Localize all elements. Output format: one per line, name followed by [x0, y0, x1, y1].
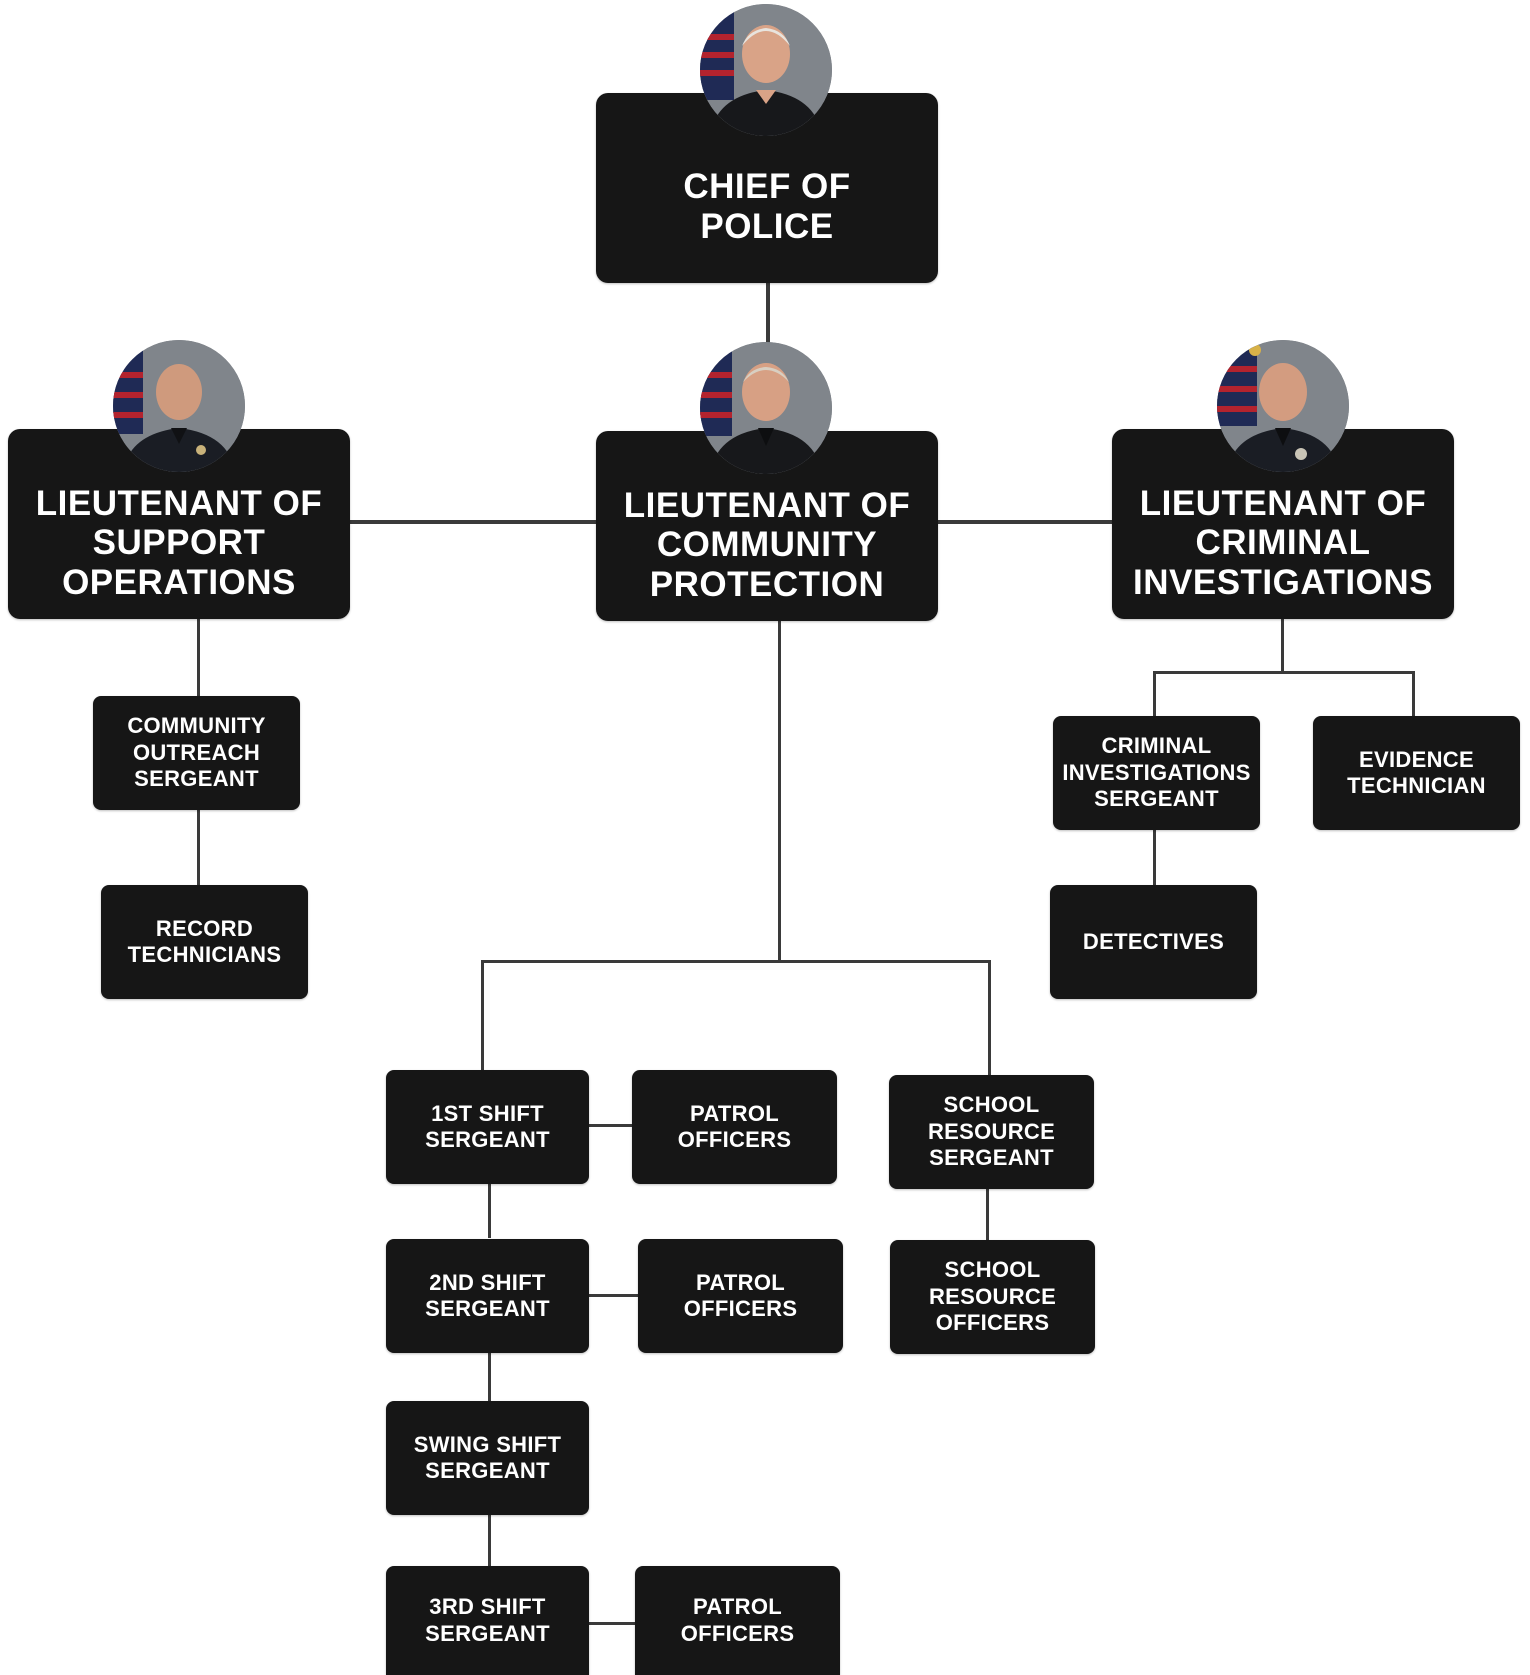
- patrol-officers-label-2: PATROL OFFICERS: [683, 1269, 798, 1321]
- connector-second-to-swing-shift: [488, 1352, 491, 1402]
- first-shift-sergeant-label: 1ST SHIFT SERGEANT: [425, 1100, 550, 1152]
- connector-lt-support-to-outreach: [197, 618, 200, 696]
- connector-outreach-to-record: [197, 810, 200, 885]
- lt-support-operations-photo: [113, 340, 245, 472]
- patrol-officers-label-3: PATROL OFFICERS: [680, 1594, 795, 1646]
- second-shift-sergeant-box: 2ND SHIFT SERGEANT: [386, 1239, 589, 1353]
- swing-shift-sergeant-label: SWING SHIFT SERGEANT: [413, 1431, 562, 1483]
- third-shift-sergeant-box: 3RD SHIFT SERGEANT: [386, 1566, 589, 1675]
- connector-swing-to-third-shift: [488, 1515, 491, 1567]
- community-outreach-sergeant-box: COMMUNITY OUTREACH SERGEANT: [93, 696, 300, 810]
- connector-lt-community-to-lt-criminal: [936, 520, 1112, 524]
- evidence-technician-label: EVIDENCE TECHNICIAN: [1347, 746, 1486, 798]
- record-technicians-label: RECORD TECHNICIANS: [127, 915, 282, 967]
- third-shift-sergeant-label: 3RD SHIFT SERGEANT: [425, 1594, 550, 1646]
- connector-first-shift-to-patrol: [588, 1124, 632, 1127]
- chief-of-police-box: CHIEF OF POLICE: [596, 93, 938, 283]
- community-outreach-sergeant-label: COMMUNITY OUTREACH SERGEANT: [127, 713, 266, 792]
- connector-branch-to-ci-sergeant: [1153, 671, 1156, 716]
- connector-lt-support-to-lt-community: [350, 520, 596, 524]
- connector-school-sergeant-to-officers: [986, 1188, 989, 1240]
- chief-of-police-label: CHIEF OF POLICE: [683, 167, 851, 246]
- lt-community-protection-photo: [700, 342, 832, 474]
- connector-branch-to-first-shift: [481, 960, 484, 1070]
- connector-ci-sergeant-to-detectives: [1153, 828, 1156, 885]
- second-shift-sergeant-label: 2ND SHIFT SERGEANT: [425, 1269, 550, 1321]
- criminal-investigations-sergeant-box: CRIMINAL INVESTIGATIONS SERGEANT: [1053, 716, 1260, 830]
- swing-shift-sergeant-box: SWING SHIFT SERGEANT: [386, 1401, 589, 1515]
- chief-of-police-photo: [700, 4, 832, 136]
- record-technicians-box: RECORD TECHNICIANS: [101, 885, 308, 999]
- school-resource-sergeant-box: SCHOOL RESOURCE SERGEANT: [889, 1075, 1094, 1189]
- connector-lt-community-branch: [481, 960, 991, 963]
- criminal-investigations-sergeant-label: CRIMINAL INVESTIGATIONS SERGEANT: [1062, 733, 1251, 812]
- evidence-technician-box: EVIDENCE TECHNICIAN: [1313, 716, 1520, 830]
- first-shift-sergeant-box: 1ST SHIFT SERGEANT: [386, 1070, 589, 1184]
- patrol-officers-label-1: PATROL OFFICERS: [677, 1100, 792, 1152]
- connector-branch-to-school-sergeant: [988, 960, 991, 1075]
- lt-criminal-investigations-label: LIEUTENANT OF CRIMINAL INVESTIGATIONS: [1133, 483, 1433, 602]
- patrol-officers-box-1: PATROL OFFICERS: [632, 1070, 837, 1184]
- connector-lt-criminal-stem: [1281, 618, 1284, 673]
- lt-support-operations-label: LIEUTENANT OF SUPPORT OPERATIONS: [35, 483, 323, 602]
- detectives-box: DETECTIVES: [1050, 885, 1257, 999]
- lt-criminal-investigations-photo: [1217, 340, 1349, 472]
- patrol-officers-box-3: PATROL OFFICERS: [635, 1566, 840, 1675]
- connector-lt-criminal-branch: [1153, 671, 1415, 674]
- connector-third-shift-to-patrol: [588, 1622, 635, 1625]
- connector-second-shift-to-patrol: [588, 1294, 638, 1297]
- school-resource-officers-box: SCHOOL RESOURCE OFFICERS: [890, 1240, 1095, 1354]
- patrol-officers-box-2: PATROL OFFICERS: [638, 1239, 843, 1353]
- detectives-label: DETECTIVES: [1082, 928, 1225, 954]
- lt-community-protection-label: LIEUTENANT OF COMMUNITY PROTECTION: [623, 485, 911, 604]
- connector-branch-to-evidence: [1412, 671, 1415, 716]
- school-resource-sergeant-label: SCHOOL RESOURCE SERGEANT: [927, 1092, 1056, 1171]
- school-resource-officers-label: SCHOOL RESOURCE OFFICERS: [928, 1257, 1057, 1336]
- connector-first-to-second-shift: [488, 1183, 491, 1238]
- connector-lt-community-stem: [778, 620, 781, 962]
